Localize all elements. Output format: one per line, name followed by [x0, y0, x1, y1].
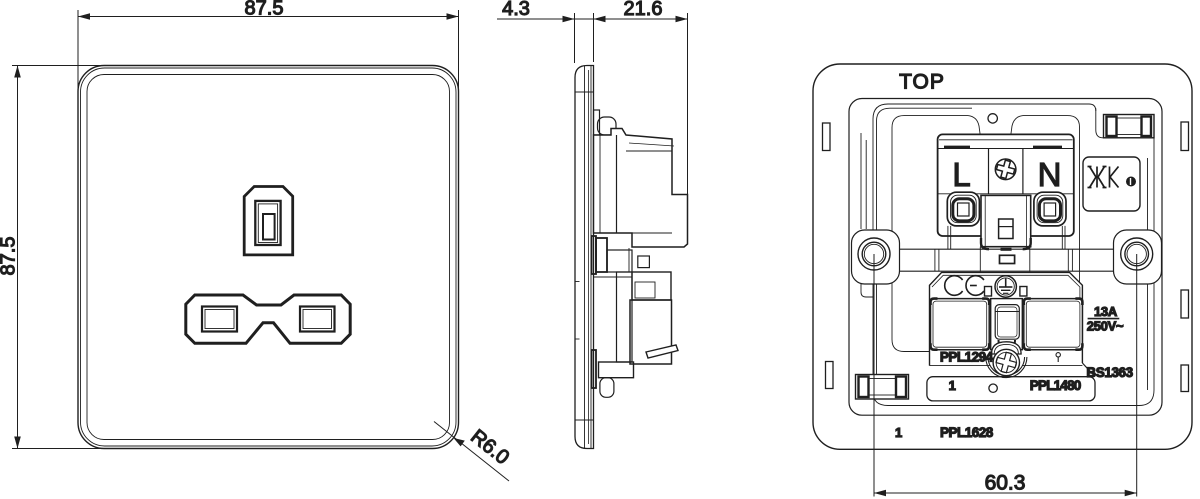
svg-text:N: N [1038, 156, 1062, 193]
svg-text:60.3: 60.3 [985, 472, 1026, 495]
svg-text:4.3: 4.3 [502, 0, 530, 20]
svg-text:PPL1294: PPL1294 [940, 349, 994, 364]
svg-text:BS1363: BS1363 [1086, 365, 1133, 380]
svg-text:13A: 13A [1094, 304, 1118, 319]
svg-text:1: 1 [895, 425, 902, 440]
svg-text:1: 1 [949, 378, 956, 393]
svg-text:250V~: 250V~ [1087, 319, 1124, 334]
svg-text:PPL1480: PPL1480 [1030, 378, 1081, 393]
svg-text:L: L [952, 156, 970, 193]
svg-text:21.6: 21.6 [624, 0, 663, 20]
svg-text:PPL1628: PPL1628 [940, 425, 994, 440]
svg-text:TOP: TOP [899, 71, 945, 94]
svg-text:87.5: 87.5 [245, 0, 284, 20]
svg-text:87.5: 87.5 [0, 237, 20, 276]
